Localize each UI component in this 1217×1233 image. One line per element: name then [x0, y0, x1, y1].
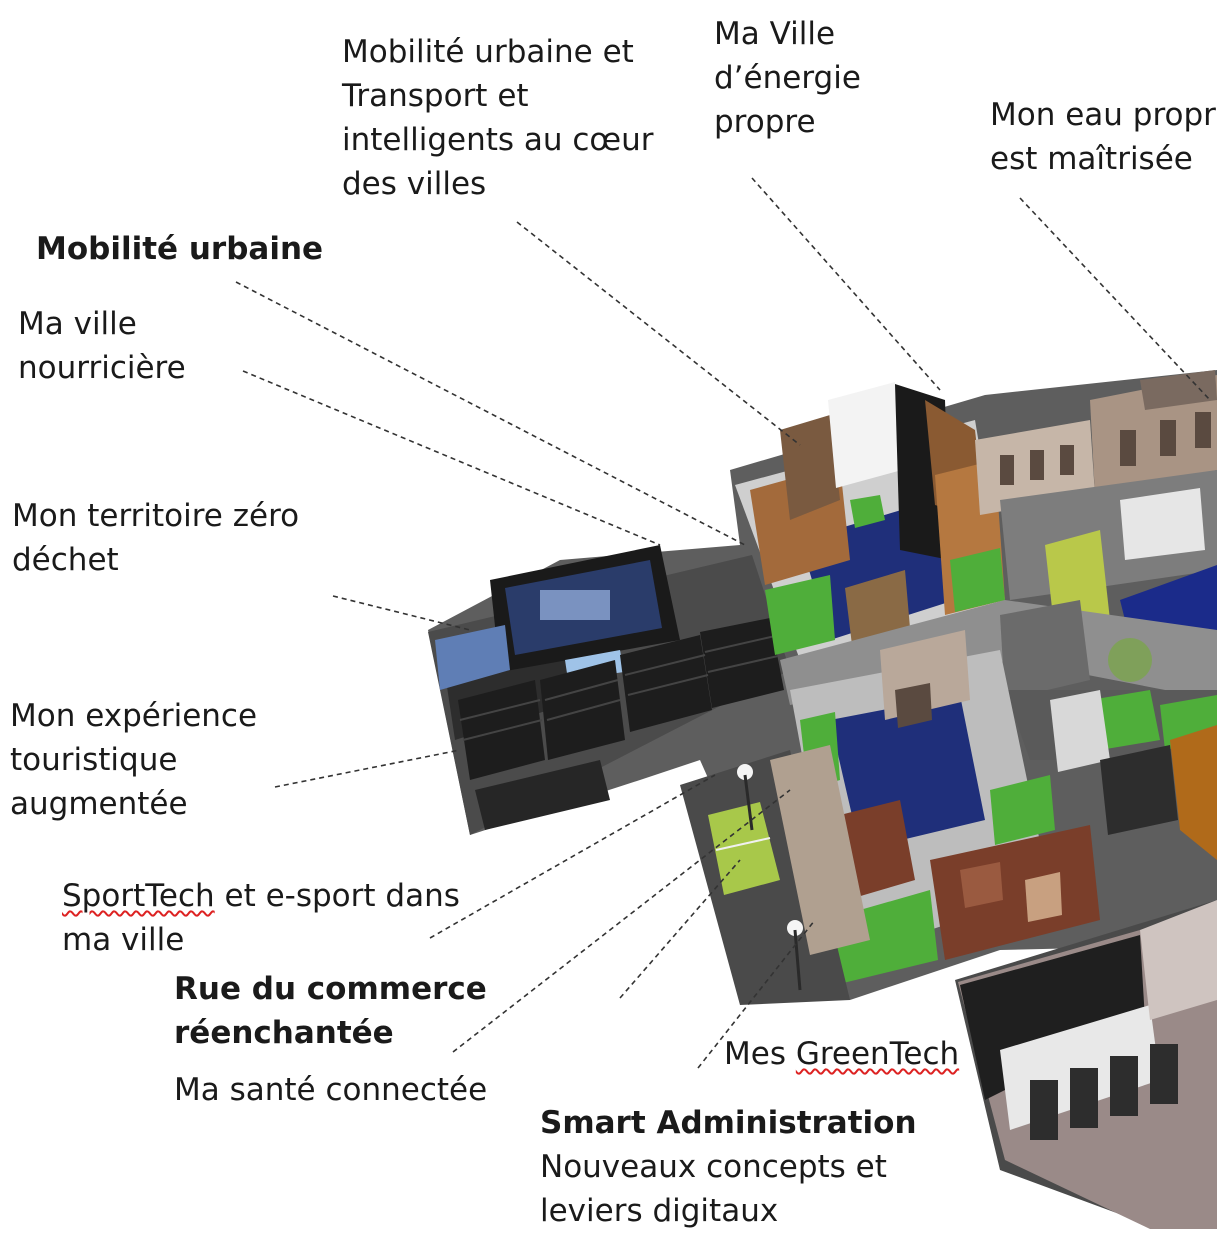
upper-booth-cluster: [735, 382, 1005, 660]
label-greentech: Mes GreenTech: [724, 1032, 959, 1076]
label-nouveaux-concepts: Nouveaux concepts et leviers digitaux: [540, 1149, 887, 1229]
label-territoire-zero-dechet: Mon territoire zéro déchet: [12, 498, 300, 578]
auditorium-zone: [428, 545, 790, 835]
label-ville-nourriciere: Ma ville nourricière: [18, 306, 186, 386]
smart-admin-room: [958, 900, 1217, 1229]
label-sante-connectee: Ma santé connectée: [174, 1072, 488, 1108]
label-sporttech: SportTech et e-sport dans ma ville: [62, 874, 460, 962]
label-sporttech-word: SportTech: [62, 878, 215, 914]
leader-lines: [235, 177, 1211, 1069]
label-experience-touristique: Mon expérience touristique augmentée: [10, 698, 258, 822]
label-mobilite-transport-intelligents: Mobilité urbaine et Transport et intelli…: [342, 34, 654, 202]
label-greentech-word: GreenTech: [795, 1036, 960, 1072]
label-sporttech-rest: et e-sport dans ma ville: [62, 878, 460, 958]
label-smart-administration: Smart Administration: [540, 1105, 917, 1141]
label-eau-propre: Mon eau propr est maîtrisée: [990, 97, 1216, 177]
label-greentech-prefix: Mes: [724, 1036, 796, 1072]
label-ville-energie-propre: Ma Ville d’énergie propre: [714, 16, 861, 140]
sport-commerce-zone: [680, 745, 870, 1005]
label-mobilite-urbaine: Mobilité urbaine: [36, 231, 324, 267]
label-rue-commerce: Rue du commerce réenchantée: [174, 971, 487, 1051]
